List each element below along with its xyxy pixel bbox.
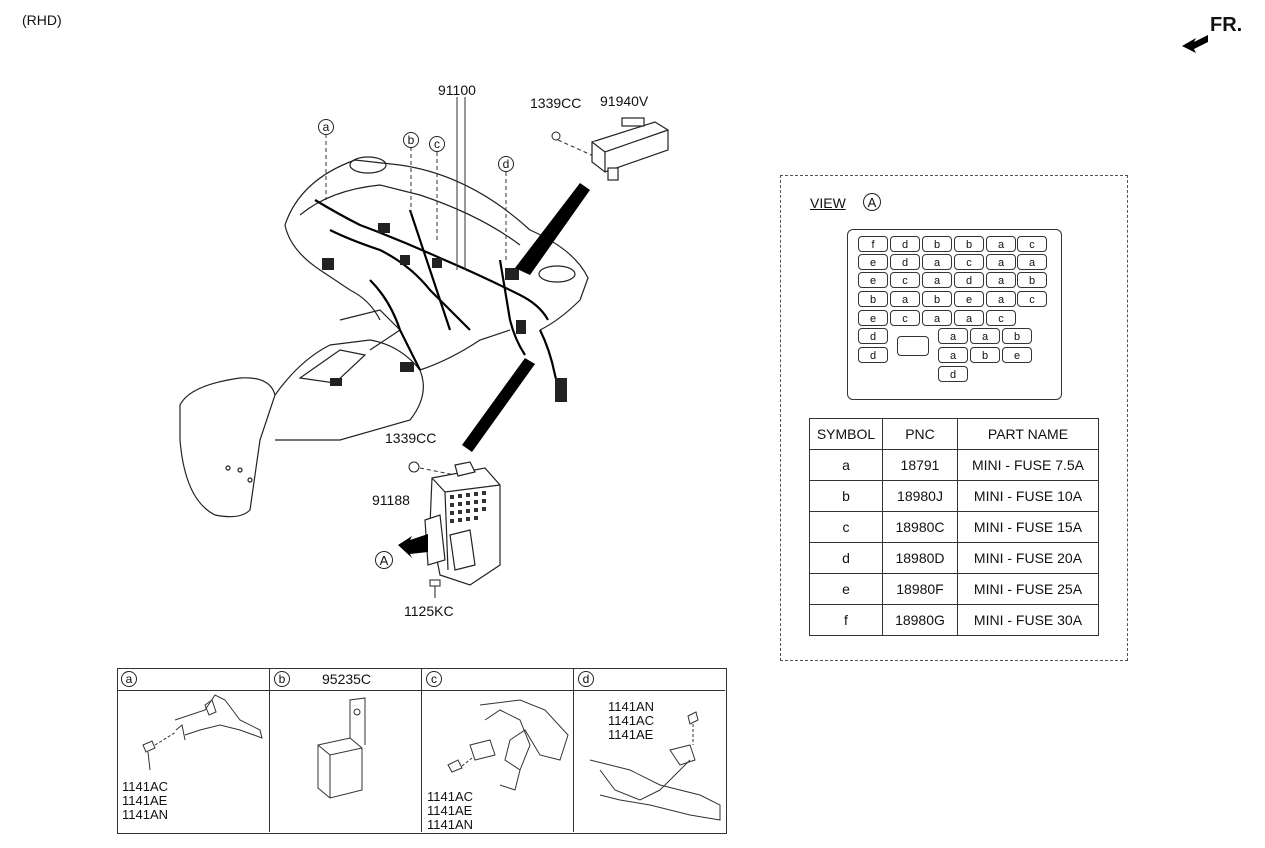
callout-a: a: [318, 119, 334, 135]
table-cell: e: [809, 573, 883, 605]
fuse-slot: d: [954, 272, 984, 288]
table-cell: 18980D: [882, 542, 958, 574]
fuse-slot: a: [986, 272, 1016, 288]
table-header-part-name: PART NAME: [957, 418, 1099, 450]
fuse-slot: b: [1017, 272, 1047, 288]
table-cell: 18980C: [882, 511, 958, 543]
view-a-marker: A: [375, 551, 393, 569]
detail-a-part: 1141AE: [122, 793, 168, 808]
table-cell: 18980F: [882, 573, 958, 605]
detail-a-part: 1141AN: [122, 807, 169, 822]
fuse-slot: c: [1017, 236, 1047, 252]
detail-c-part: 1141AC: [427, 789, 474, 804]
module-part-number: 91940V: [600, 93, 649, 109]
rhd-label: (RHD): [22, 12, 62, 28]
fuse-slot: a: [890, 291, 920, 307]
fuse-slot: b: [858, 291, 888, 307]
bolt-part-number: 1125KC: [404, 603, 454, 619]
fuse-slot: d: [858, 347, 888, 363]
table-cell: 18980G: [882, 604, 958, 636]
fuse-slot: c: [890, 310, 920, 326]
fuse-slot: e: [858, 254, 888, 270]
detail-c-part: 1141AN: [427, 817, 474, 832]
fuse-slot: a: [922, 254, 952, 270]
fuse-slot: b: [922, 291, 952, 307]
fuse-slot: a: [922, 272, 952, 288]
detail-c-letter: c: [426, 671, 442, 687]
nut-part-number-mid: 1339CC: [385, 430, 437, 446]
view-title-marker: A: [863, 193, 881, 211]
fuse-slot: d: [858, 328, 888, 344]
fuse-slot: d: [938, 366, 968, 382]
table-cell: MINI - FUSE 15A: [957, 511, 1099, 543]
table-cell: MINI - FUSE 30A: [957, 604, 1099, 636]
fuse-slot: a: [986, 291, 1016, 307]
fuse-slot: d: [890, 254, 920, 270]
junction-box-part-number: 91188: [372, 492, 410, 508]
fuse-slot: d: [890, 236, 920, 252]
fuse-slot: c: [954, 254, 984, 270]
fuse-slot: b: [922, 236, 952, 252]
detail-divider: [573, 668, 574, 832]
detail-a-part: 1141AC: [122, 779, 169, 794]
table-cell: 18791: [882, 449, 958, 481]
detail-b-letter: b: [274, 671, 290, 687]
fuse-slot: c: [890, 272, 920, 288]
detail-d-part: 1141AC: [608, 713, 655, 728]
fuse-blank-slot: [897, 336, 929, 356]
callout-c: c: [429, 136, 445, 152]
view-a-panel: [780, 175, 1128, 661]
fuse-slot: b: [954, 236, 984, 252]
view-title: VIEW: [810, 195, 846, 211]
fuse-box-outline: [847, 229, 1062, 400]
fuse-slot: b: [970, 347, 1000, 363]
front-label: FR.: [1210, 14, 1243, 36]
callout-d: d: [498, 156, 514, 172]
detail-c-part: 1141AE: [427, 803, 473, 818]
fuse-slot: e: [858, 272, 888, 288]
detail-d-part: 1141AE: [608, 727, 654, 742]
fuse-slot: a: [922, 310, 952, 326]
detail-divider: [269, 668, 270, 832]
table-cell: MINI - FUSE 20A: [957, 542, 1099, 574]
fuse-slot: f: [858, 236, 888, 252]
detail-b-title: 95235C: [322, 671, 372, 687]
detail-panels: [117, 668, 727, 834]
fuse-slot: a: [986, 236, 1016, 252]
detail-d-part: 1141AN: [608, 699, 655, 714]
fuse-slot: c: [986, 310, 1016, 326]
fuse-slot: a: [938, 328, 968, 344]
fuse-slot: a: [986, 254, 1016, 270]
table-cell: MINI - FUSE 7.5A: [957, 449, 1099, 481]
fuse-slot: b: [1002, 328, 1032, 344]
harness-part-number: 91100: [438, 82, 476, 98]
fuse-slot: e: [954, 291, 984, 307]
fuse-slot: a: [938, 347, 968, 363]
fuse-slot: e: [1002, 347, 1032, 363]
detail-d-letter: d: [578, 671, 594, 687]
detail-divider: [421, 668, 422, 832]
fuse-slot: a: [1017, 254, 1047, 270]
nut-part-number-top: 1339CC: [530, 95, 582, 111]
detail-a-letter: a: [121, 671, 137, 687]
callout-b: b: [403, 132, 419, 148]
fuse-slot: a: [954, 310, 984, 326]
fuse-slot: c: [1017, 291, 1047, 307]
fuse-slot: a: [970, 328, 1000, 344]
fuse-slot: e: [858, 310, 888, 326]
table-cell: d: [809, 542, 883, 574]
